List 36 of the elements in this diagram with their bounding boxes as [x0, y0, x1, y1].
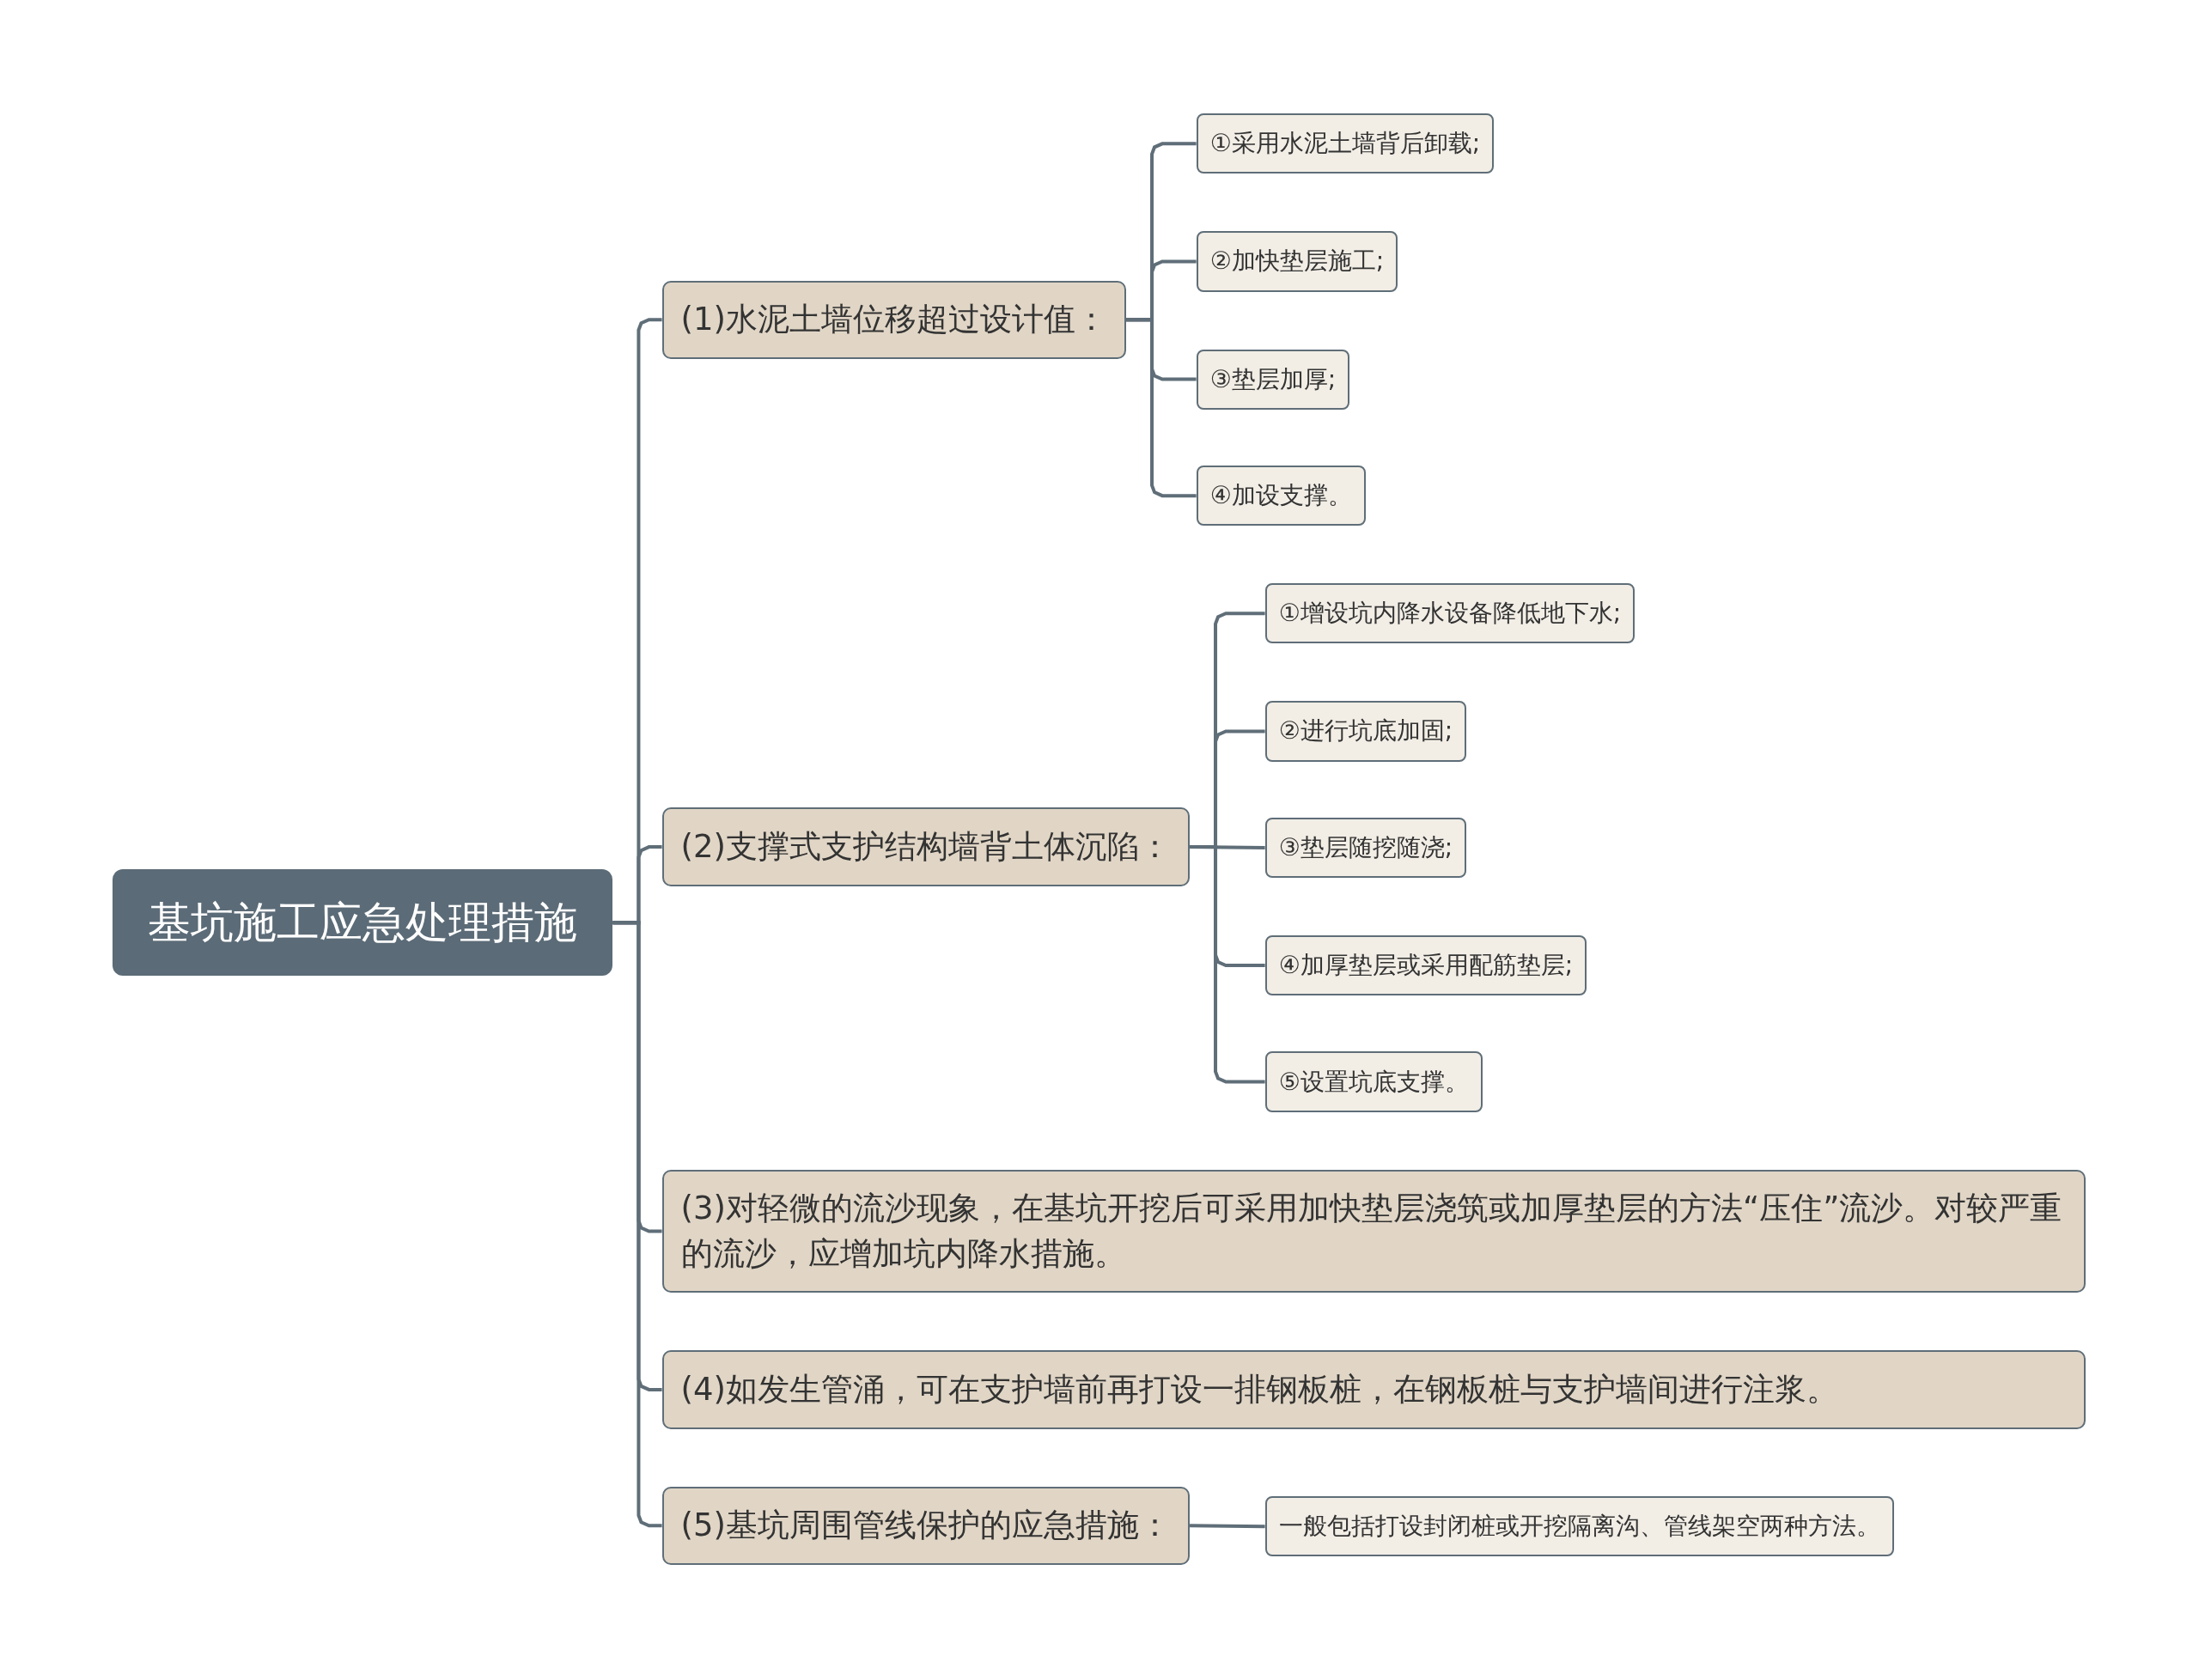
topic-text: ④加设支撑。 — [1209, 480, 1352, 512]
topic-text: ②加快垫层施工; — [1209, 246, 1385, 277]
connector-line — [1190, 845, 1265, 1084]
topic-text: (1)水泥土墙位移超过设计值： — [680, 300, 1108, 340]
subtopic-box — [1264, 1051, 1483, 1112]
topic-box — [661, 1486, 1191, 1566]
topic-text: (4)如发生管涌，可在支护墙前再打设一排钢板桩，在钢板桩与支护墙间进行注浆。 — [680, 1369, 1839, 1409]
subtopic-box — [1196, 113, 1495, 174]
subtopic-box — [1264, 701, 1467, 762]
topic-box — [661, 807, 1191, 886]
topic-box — [661, 1169, 2086, 1293]
topic-text: (3)对轻微的流沙现象，在基坑开挖后可采用加快垫层浇筑或加厚垫层的方法“压住”流沙。对较严重的流沙，应增加坑内降水措施。 — [680, 1188, 2063, 1275]
topic-text: ③垫层加厚; — [1209, 363, 1337, 395]
subtopic-box — [1264, 817, 1467, 879]
connector-line — [1126, 318, 1197, 498]
topic-text: ②进行坑底加固; — [1278, 715, 1453, 747]
topic-box — [661, 1350, 2086, 1429]
topic-text: ③垫层随挖随浇; — [1278, 831, 1453, 863]
subtopic-box — [1196, 231, 1398, 292]
subtopic-box — [1196, 349, 1350, 410]
topic-text: 基坑施工应急处理措施 — [148, 896, 578, 949]
subtopic-box — [1264, 1496, 1894, 1557]
topic-text: ①采用水泥土墙背后卸载; — [1209, 128, 1481, 160]
subtopic-box — [1264, 583, 1636, 644]
topic-text: ①增设坑内降水设备降低地下水; — [1278, 598, 1622, 630]
topic-text: (5)基坑周围管线保护的应急措施： — [680, 1506, 1172, 1546]
topic-text: ④加厚垫层或采用配筋垫层; — [1278, 950, 1574, 982]
central-topic-box — [112, 869, 613, 977]
subtopic-box — [1264, 934, 1587, 996]
subtopic-box — [1196, 466, 1366, 527]
topic-text: ⑤设置坑底支撑。 — [1278, 1066, 1469, 1098]
topic-text: (2)支撑式支护结构墙背土体沉陷： — [680, 827, 1172, 867]
connector-line — [612, 921, 662, 1528]
topic-box — [661, 280, 1127, 359]
connector-line — [1190, 1524, 1265, 1529]
topic-text: 一般包括打设封闭桩或开挖隔离沟、管线架空两种方法。 — [1278, 1511, 1880, 1543]
